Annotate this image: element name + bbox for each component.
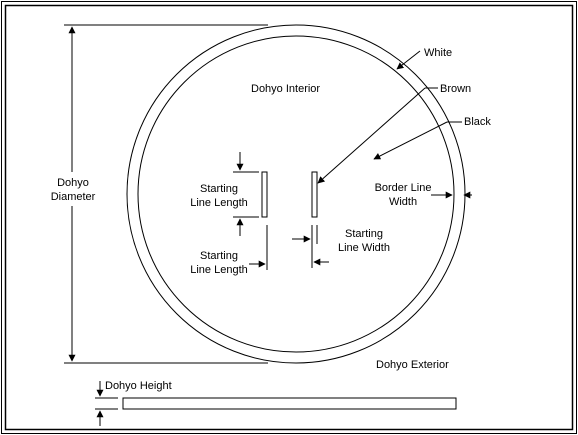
starting-line-left bbox=[261, 171, 268, 218]
brown-leader bbox=[317, 87, 426, 184]
border-width-label-line1: Border Line bbox=[375, 182, 432, 194]
white-label: White bbox=[424, 47, 452, 59]
white-leader bbox=[396, 50, 421, 70]
dohyo-height-label: Dohyo Height bbox=[105, 380, 172, 392]
width-label-line2: Line Width bbox=[338, 242, 390, 254]
black-leader bbox=[373, 121, 448, 160]
dohyo-exterior-label: Dohyo Exterior bbox=[376, 359, 449, 371]
brown-label: Brown bbox=[440, 83, 471, 95]
black-label: Black bbox=[464, 116, 491, 128]
border-width-label-line2: Width bbox=[389, 196, 417, 208]
dohyo-outer-circle bbox=[126, 24, 466, 364]
diameter-label-bg bbox=[48, 172, 98, 206]
dohyo-interior-label: Dohyo Interior bbox=[251, 83, 320, 95]
starting-line-right bbox=[311, 171, 318, 218]
width-label-line1: Starting bbox=[345, 228, 383, 240]
diameter-label-line2: Diameter bbox=[51, 191, 96, 203]
diameter-label-line1: Dohyo bbox=[57, 177, 89, 189]
length-label-a-line2: Line Length bbox=[190, 197, 248, 209]
length-label-a-line1: Starting bbox=[200, 183, 238, 195]
dohyo-side-bar bbox=[122, 397, 457, 410]
inner-frame bbox=[4, 4, 574, 431]
length-label-b-line2: Line Length bbox=[190, 264, 248, 276]
dohyo-border-inner-circle bbox=[137, 35, 455, 353]
length-label-b-line1: Starting bbox=[200, 250, 238, 262]
